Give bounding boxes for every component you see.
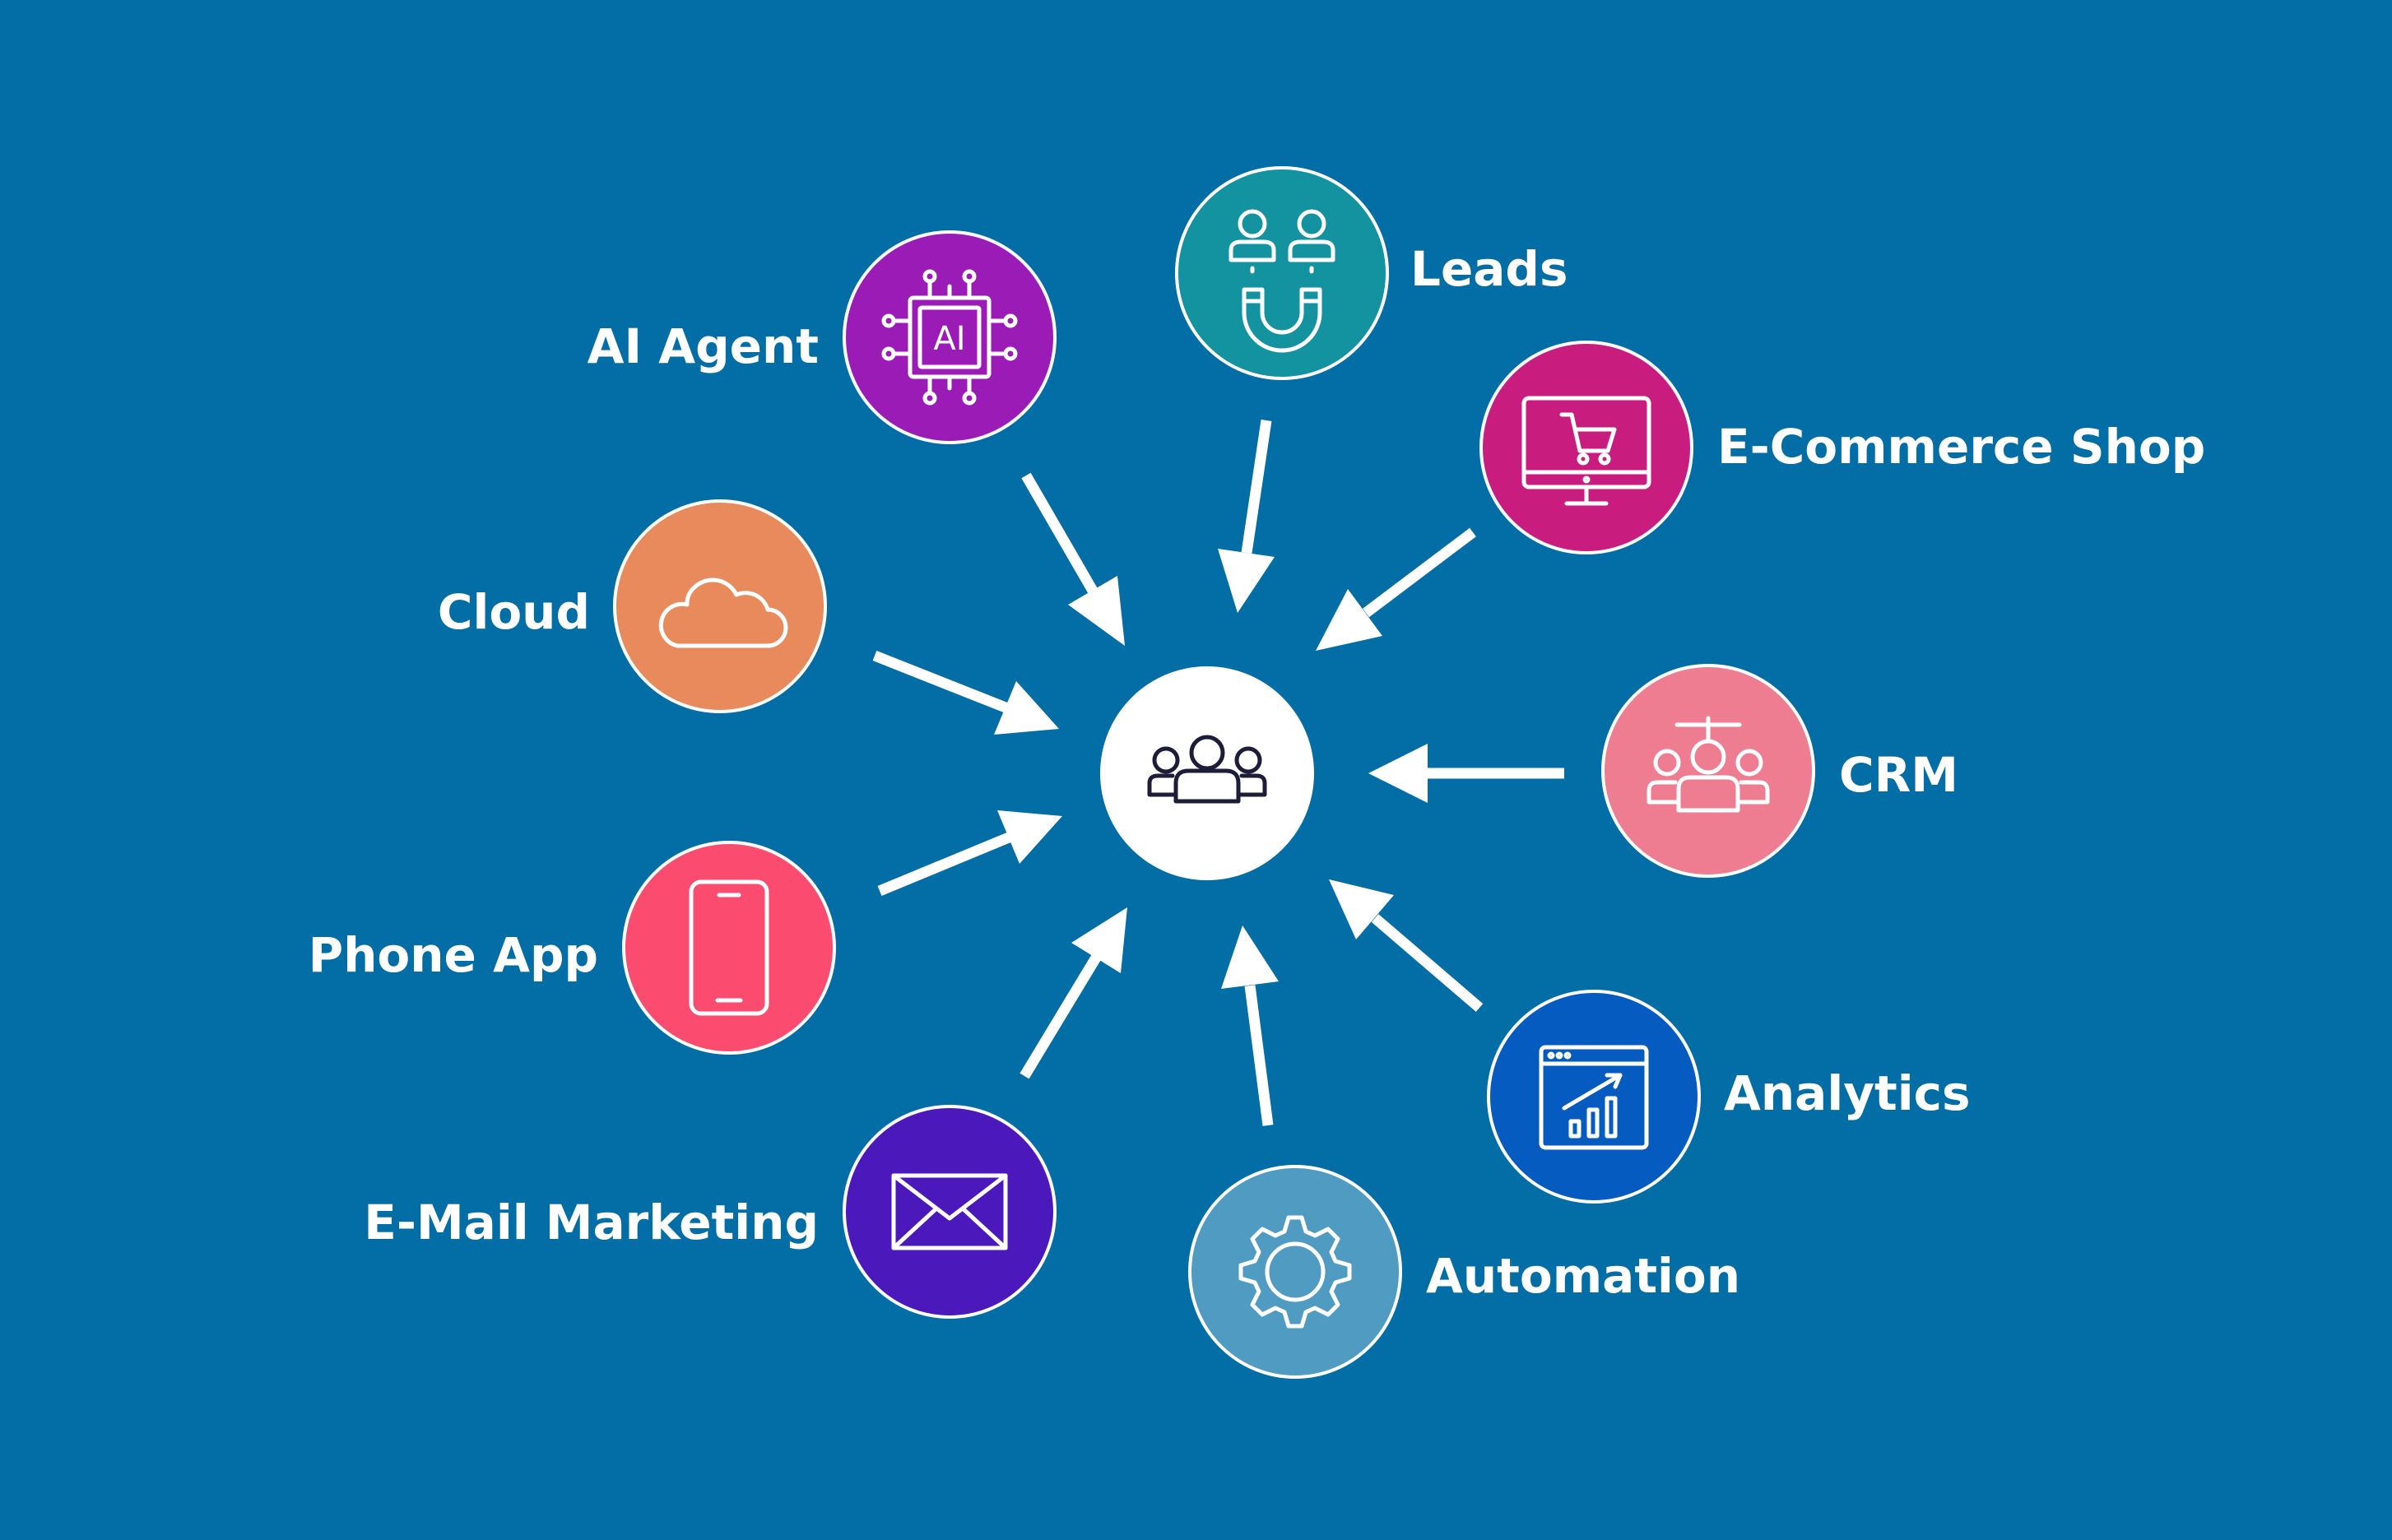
label-ecommerce: E-Commerce Shop: [1717, 419, 2205, 475]
ecommerce-circle: [1479, 341, 1693, 554]
label-ai-agent: AI Agent: [588, 318, 819, 374]
arrow-from-cloud: [872, 650, 1059, 735]
node-leads: [1175, 166, 1389, 380]
arrow-from-analytics: [1329, 879, 1484, 1012]
crm-people-icon: [1647, 716, 1770, 813]
node-cloud: [613, 499, 827, 713]
analytics-circle: [1487, 990, 1701, 1204]
arrow-from-phone-app: [877, 810, 1062, 897]
leads-circle: [1175, 166, 1389, 380]
label-email: E-Mail Marketing: [364, 1194, 819, 1250]
hub: [1100, 666, 1314, 880]
shopping-cart-monitor-icon: [1521, 396, 1651, 506]
gear-icon: [1238, 1215, 1352, 1329]
ai-agent-circle: [843, 230, 1057, 444]
arrow-from-email: [1020, 907, 1127, 1079]
analytics-chart-icon: [1539, 1045, 1649, 1150]
hub-circle: [1100, 666, 1314, 880]
label-cloud: Cloud: [438, 584, 590, 640]
phone-app-circle: [622, 841, 836, 1055]
node-phone-app: [622, 841, 836, 1055]
ai-chip-text: AI: [933, 320, 965, 358]
arrow-from-ecommerce: [1316, 527, 1476, 651]
node-ai-agent: AI: [843, 230, 1057, 444]
node-email: [843, 1105, 1057, 1319]
smartphone-icon: [689, 879, 769, 1016]
arrow-from-leads: [1218, 420, 1275, 613]
arrows: [872, 420, 1564, 1126]
arrow-from-ai-agent: [1021, 472, 1125, 646]
email-circle: [843, 1105, 1057, 1319]
lead-magnet-icon: [1229, 209, 1335, 353]
node-analytics: [1487, 990, 1701, 1204]
team-icon: [1147, 735, 1267, 804]
arrow-from-automation: [1221, 925, 1279, 1126]
cloud-icon: [658, 578, 788, 648]
automation-circle: [1188, 1165, 1402, 1379]
cloud-circle: [613, 499, 827, 713]
label-crm: CRM: [1839, 747, 1958, 803]
node-ecommerce: [1479, 341, 1693, 554]
node-crm: [1601, 664, 1815, 878]
node-automation: [1188, 1165, 1402, 1379]
label-phone-app: Phone App: [309, 927, 598, 983]
label-automation: Automation: [1426, 1248, 1740, 1304]
label-leads: Leads: [1410, 241, 1568, 297]
ai-chip-icon: [881, 269, 1018, 406]
label-analytics: Analytics: [1724, 1065, 1971, 1121]
arrow-from-crm: [1368, 744, 1564, 803]
envelope-icon: [891, 1173, 1008, 1250]
